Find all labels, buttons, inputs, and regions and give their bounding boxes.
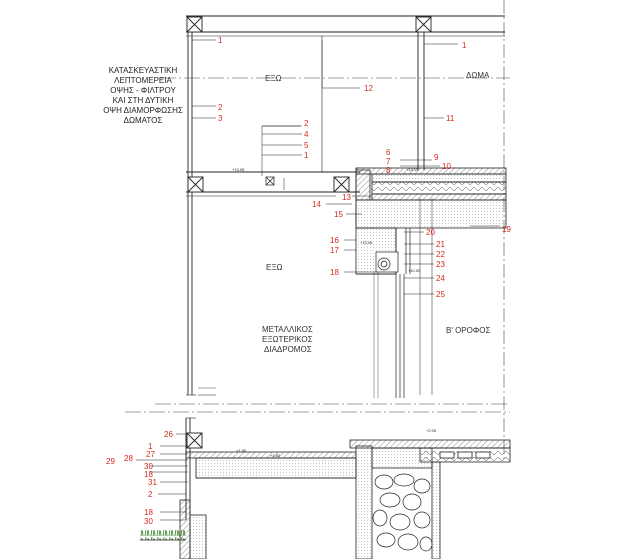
callout-20: 20 (426, 228, 435, 237)
stone-fill (372, 473, 433, 552)
callout-29: 29 (106, 457, 115, 466)
center-lines (125, 77, 510, 413)
callout-28: 28 (124, 454, 133, 463)
callout-2: 2 (218, 103, 223, 112)
callout-25: 25 (436, 290, 445, 299)
level-bottom-right: +2.05 (426, 428, 437, 433)
grass (140, 530, 186, 540)
callout-15: 15 (334, 210, 343, 219)
callout-9: 9 (434, 153, 439, 162)
title-line: ΟΨΗΣ - ΦΙΛΤΡΟΥ (110, 86, 176, 95)
callout-18: 18 (144, 508, 153, 517)
callout-17: 17 (330, 246, 339, 255)
title-line: ΛΕΠΤΟΜΕΡΕΙΑ (114, 76, 172, 85)
callout-10: 10 (442, 162, 451, 171)
zone-exo-top: ΕΞΩ (265, 74, 282, 83)
callout-6: 6 (386, 148, 391, 157)
callout-30: 30 (144, 462, 153, 471)
title-block: ΚΑΤΑΣΚΕΥΑΣΤΙΚΗ ΛΕΠΤΟΜΕΡΕΙΑ ΟΨΗΣ - ΦΙΛΤΡΟ… (98, 66, 188, 126)
zone-corridor-line: ΜΕΤΑΛΛΙΚΟΣ (262, 325, 313, 334)
title-line: ΔΩΜΑΤΟΣ (123, 116, 163, 125)
level-roof-right: +13.15 (406, 167, 419, 172)
top-beam (186, 15, 505, 37)
callout-22: 22 (436, 250, 445, 259)
zone-corridor-line: ΔΙΑΔΡΟΜΟΣ (264, 345, 312, 354)
callout-23: 23 (436, 260, 445, 269)
callout-labels: 1 1 12 2 3 11 2 4 5 1 6 7 8 9 10 13 14 1… (106, 36, 511, 526)
callout-16: 16 (330, 236, 339, 245)
callout-27: 27 (146, 450, 155, 459)
level-beam-a: +13.05 (360, 240, 373, 245)
column-box (415, 16, 432, 33)
callout-24: 24 (436, 274, 445, 283)
level-markers: +13.05 +13.15 +13.05 +10.05 +1.95 +1.80 … (232, 167, 437, 458)
zone-doma: ΔΩΜΑ (466, 71, 490, 80)
title-line: ΚΑΤΑΣΚΕΥΑΣΤΙΚΗ (108, 66, 178, 75)
mid-beam (186, 171, 360, 197)
callout-18: 18 (144, 470, 153, 479)
title-line: ΟΨΗ ΔΙΑΜΟΡΦΩΣΗΣ (103, 106, 183, 115)
zone-exo-mid: ΕΞΩ (266, 263, 283, 272)
bottom-slab (179, 439, 511, 559)
callout-5: 5 (304, 141, 309, 150)
callout-1: 1 (304, 151, 309, 160)
small-profile (265, 176, 275, 186)
callout-13: 13 (342, 193, 351, 202)
callout-31: 31 (148, 478, 157, 487)
callout-21: 21 (436, 240, 445, 249)
callout-2: 2 (304, 119, 309, 128)
callout-26: 26 (164, 430, 173, 439)
callout-30: 30 (144, 517, 153, 526)
leader-lines (136, 39, 500, 521)
glazing (373, 228, 411, 398)
level-floor-b: +10.05 (408, 268, 421, 273)
level-bottom-mid: +1.80 (270, 453, 281, 458)
callout-12: 12 (364, 84, 373, 93)
callout-4: 4 (304, 130, 309, 139)
roof-slab (355, 167, 507, 275)
level-roof-left: +13.05 (232, 167, 245, 172)
callout-19: 19 (502, 225, 511, 234)
callout-11: 11 (446, 114, 455, 123)
callout-1: 1 (462, 41, 467, 50)
callout-3: 3 (218, 114, 223, 123)
callout-1: 1 (148, 442, 153, 451)
break-marks (186, 387, 216, 419)
title-line: ΚΑΙ ΣΤΗ ΔΥΤΙΚΗ (112, 96, 174, 105)
posts (187, 0, 505, 460)
column-box (186, 16, 203, 33)
zone-corridor-line: ΕΞΩΤΕΡΙΚΟΣ (262, 335, 313, 344)
callout-18: 18 (330, 268, 339, 277)
callout-8: 8 (386, 166, 391, 175)
level-bottom-left: +1.95 (236, 448, 247, 453)
column-box (333, 176, 350, 193)
callout-14: 14 (312, 200, 321, 209)
zone-floor-b: Β' ΟΡΟΦΟΣ (446, 326, 490, 335)
callout-1: 1 (218, 36, 223, 45)
callout-2: 2 (148, 490, 153, 499)
column-box (187, 176, 204, 193)
callout-7: 7 (386, 157, 391, 166)
